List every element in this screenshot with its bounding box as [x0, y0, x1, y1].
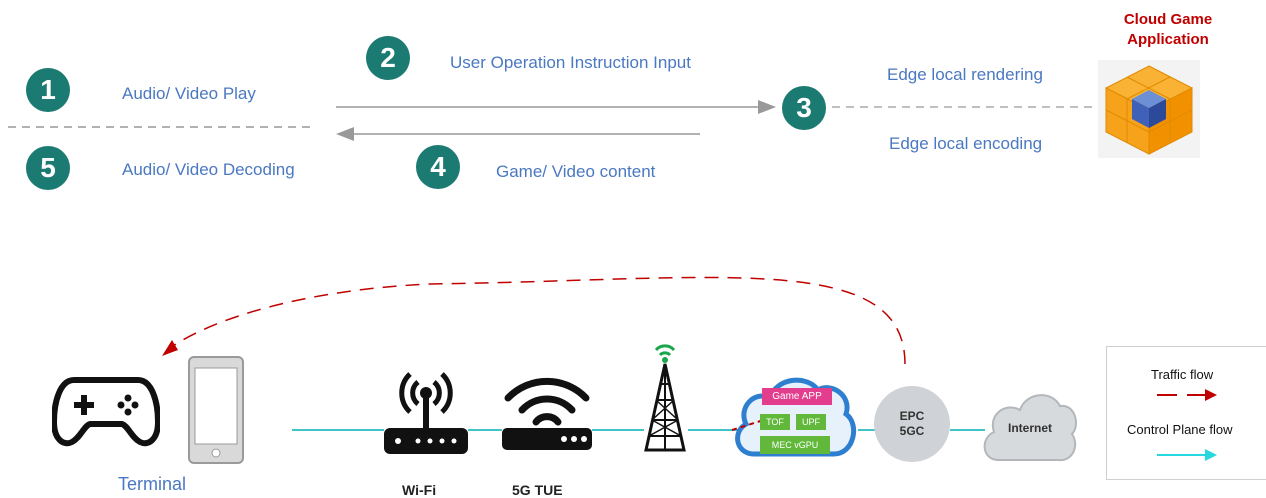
- tue-router-icon: [502, 377, 592, 450]
- internet-label: Internet: [1007, 421, 1052, 435]
- step-5-badge: 5: [26, 146, 70, 190]
- mec-upf: UPF: [796, 414, 826, 430]
- wifi-router-icon: [384, 372, 468, 454]
- step-5-text: Audio/ Video Decoding: [122, 160, 295, 179]
- cloud-game-title: Cloud Game Application: [1098, 10, 1238, 50]
- core-line1: EPC: [899, 409, 925, 423]
- antenna-tower-icon: [644, 344, 686, 452]
- legend-control-arrow: [1157, 449, 1217, 461]
- tue-label: 5G TUE: [512, 482, 563, 498]
- step-2-badge: 2: [366, 36, 410, 80]
- mec-game-app: Game APP: [762, 388, 832, 405]
- legend-traffic-arrow: [1157, 389, 1217, 401]
- legend-box: Traffic flow Control Plane flow: [1106, 346, 1266, 480]
- step-3-text-top: Edge local rendering: [887, 65, 1043, 84]
- terminal-label: Terminal: [118, 474, 187, 494]
- internet-cloud-icon: [983, 394, 1077, 462]
- cube-icon: [1098, 60, 1200, 158]
- wifi-label: Wi-Fi: [402, 482, 437, 498]
- cloud-game-title-line1: Cloud Game: [1123, 11, 1213, 28]
- mec-vgpu: MEC vGPU: [760, 436, 830, 454]
- process-lines: [8, 100, 1100, 141]
- game-controller-icon: [52, 377, 160, 447]
- step-3-badge: 3: [782, 86, 826, 130]
- step-4-badge: 4: [416, 145, 460, 189]
- step-1-text: Audio/ Video Play: [122, 84, 256, 103]
- core-network-node: EPC 5GC: [874, 386, 950, 462]
- network-diagram: [162, 276, 985, 431]
- mec-tof: TOF: [760, 414, 790, 430]
- step-3-text-bottom: Edge local encoding: [889, 134, 1043, 153]
- cloud-game-title-line2: Application: [1127, 31, 1209, 48]
- step-4-text: Game/ Video content: [496, 162, 656, 181]
- step-1-badge: 1: [26, 68, 70, 112]
- core-line2: 5GC: [899, 424, 925, 438]
- legend-traffic-label: Traffic flow: [1151, 367, 1214, 382]
- phone-icon: [188, 356, 244, 464]
- step-2-text: User Operation Instruction Input: [450, 53, 691, 72]
- legend-control-label: Control Plane flow: [1127, 422, 1233, 437]
